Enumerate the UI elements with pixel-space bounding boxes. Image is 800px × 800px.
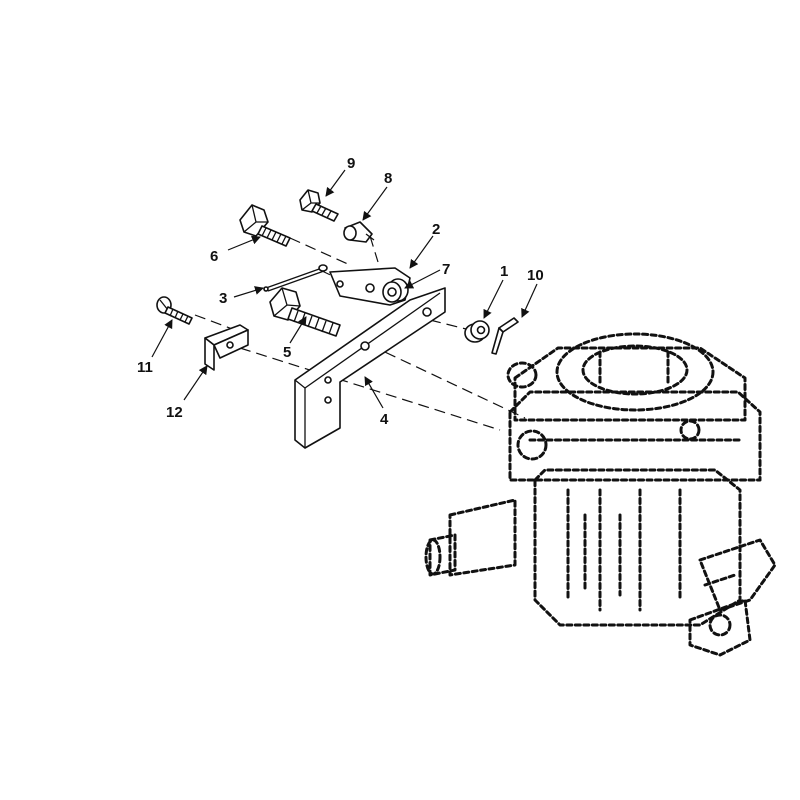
callout-4: 4	[380, 411, 389, 428]
callout-9: 9	[347, 155, 355, 172]
callout-3: 3	[219, 290, 227, 307]
cotter-pin	[491, 317, 519, 355]
clip	[204, 324, 249, 371]
spring-wire	[263, 264, 328, 292]
washer	[464, 320, 490, 343]
callout-5: 5	[283, 344, 291, 361]
leaders	[151, 169, 538, 409]
callout-1: 1	[500, 263, 508, 280]
callout-6: 6	[210, 248, 218, 265]
carburetor-phantom	[424, 332, 777, 657]
ball-stud	[343, 221, 375, 243]
bushing	[382, 278, 409, 303]
bolt-5	[269, 287, 341, 337]
callout-12: 12	[166, 404, 183, 421]
screw-11	[156, 296, 193, 325]
callout-7: 7	[442, 261, 450, 278]
callout-2: 2	[432, 221, 440, 238]
bolt-6	[239, 204, 291, 247]
callout-10: 10	[527, 267, 544, 284]
callout-11: 11	[137, 359, 153, 376]
callout-labels: 9 8 2 6 7 1 10 3 5 4 11 12	[137, 155, 544, 428]
bolt-9	[299, 189, 339, 222]
callout-8: 8	[384, 170, 392, 187]
bracket	[294, 287, 446, 449]
